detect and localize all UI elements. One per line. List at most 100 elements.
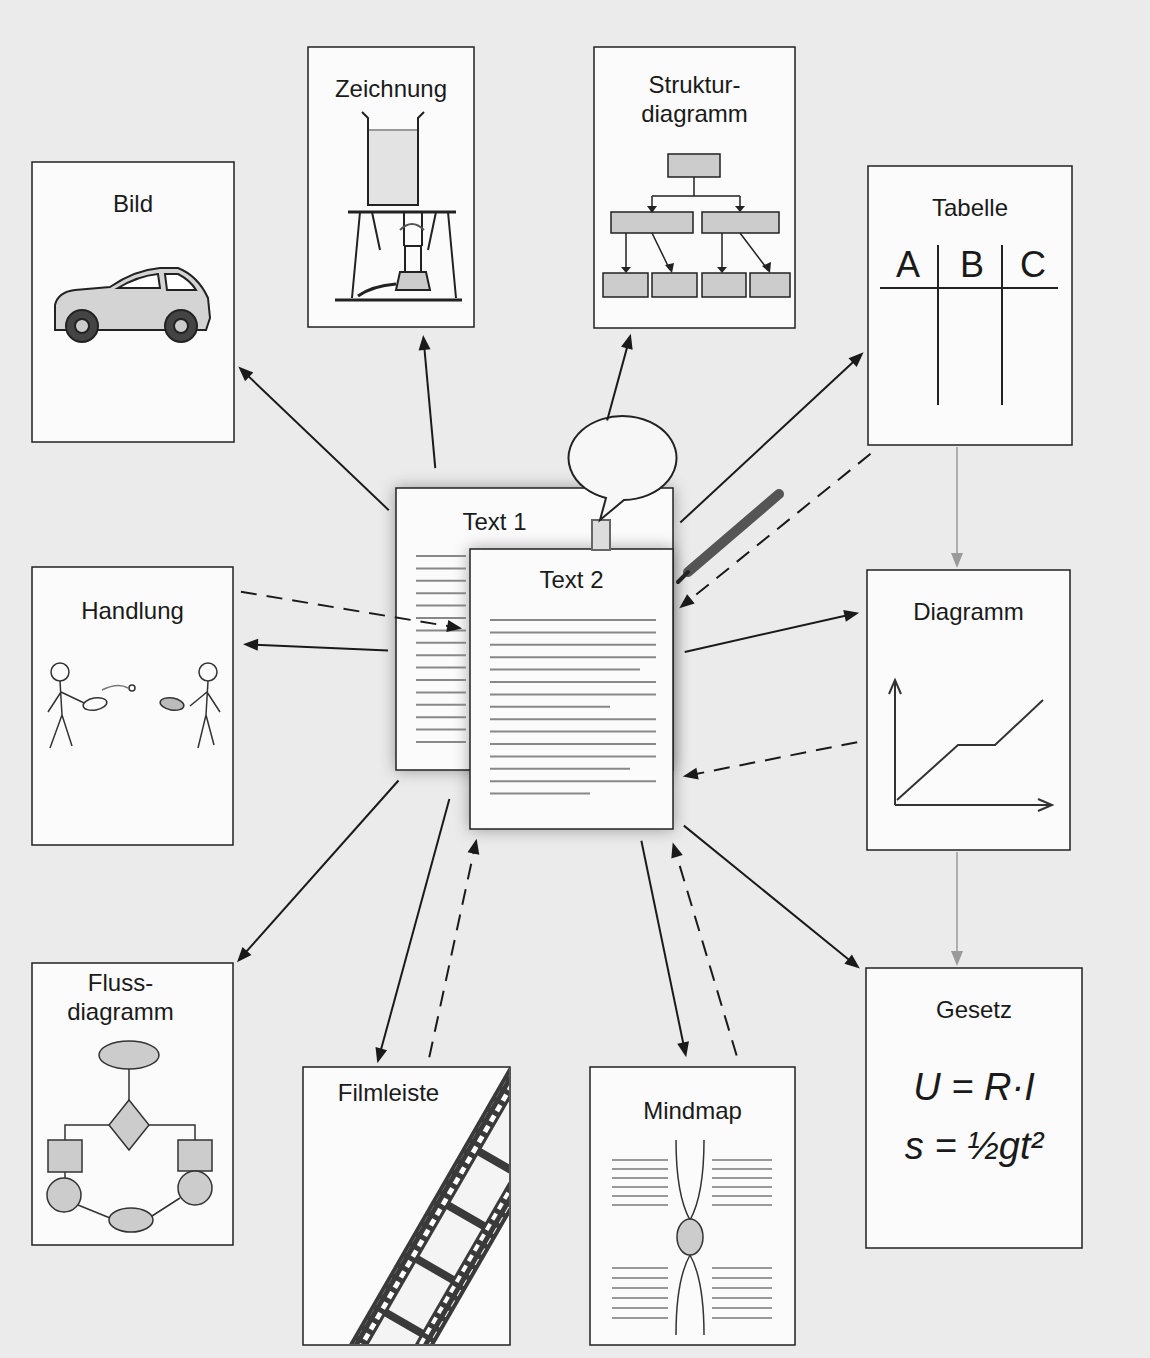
connector-line [689, 454, 871, 601]
arrowhead [375, 1047, 387, 1063]
drawn-part [358, 284, 396, 296]
drawn-part [48, 1140, 82, 1172]
connector-arrow [685, 610, 859, 652]
drawn-part [676, 1140, 704, 1220]
drawn-part [416, 580, 466, 582]
text-line [490, 619, 656, 621]
drawn-part [750, 273, 790, 297]
connector-line [247, 375, 389, 510]
drawn-part [174, 319, 188, 333]
text-line [490, 718, 656, 720]
drawn-part [712, 1159, 772, 1161]
drawn-part [612, 1204, 668, 1206]
drawn-part [880, 287, 1058, 289]
node-box: Fluss- diagramm [32, 963, 233, 1245]
connector-line [607, 345, 627, 420]
badminton-players [48, 663, 220, 748]
drawn-part [712, 1177, 772, 1179]
drawn-part [712, 1307, 772, 1309]
arrowhead [951, 553, 963, 568]
drawn-part [712, 1168, 772, 1170]
connector-arrow [679, 454, 870, 609]
box-outline [470, 549, 673, 829]
node-box: Diagramm [867, 570, 1070, 850]
text-line [490, 768, 630, 770]
flowchart-picture [47, 1041, 212, 1232]
drawn-part [712, 1195, 772, 1197]
drawn-part [75, 319, 89, 333]
drawn-part [82, 702, 84, 703]
drawn-part [688, 494, 779, 572]
drawn-part [668, 154, 720, 177]
connector-arrow [237, 780, 398, 962]
node-box: Bild [32, 162, 234, 442]
node-title: Struktur- diagramm [620, 71, 770, 129]
drawn-part [612, 1287, 668, 1289]
connector-line [956, 447, 958, 556]
drawn-part [612, 1159, 668, 1161]
text-line [490, 780, 656, 782]
arrowhead [844, 954, 859, 968]
arrowhead [238, 367, 253, 382]
arrowhead [419, 335, 431, 350]
connector-line [255, 645, 388, 651]
drawn-part [404, 212, 422, 246]
box-outline [32, 963, 233, 1245]
drawn-part [82, 696, 108, 712]
drawn-part [109, 1208, 153, 1232]
drawn-part [118, 274, 196, 290]
drawn-part [420, 1209, 482, 1276]
drawn-part [405, 246, 421, 272]
node-title: Text 1 [435, 508, 555, 537]
drawn-part [937, 245, 939, 405]
drawn-part [712, 1204, 772, 1206]
node-box: GesetzU = R·Is = ½gt² [866, 968, 1082, 1248]
drawn-part [612, 1317, 668, 1319]
arrowhead [951, 951, 963, 966]
formula: U = R·I [874, 1065, 1074, 1111]
drawn-part [109, 1100, 149, 1150]
connector-arrow [243, 639, 388, 651]
drawn-part [612, 1267, 668, 1269]
drawn-part [897, 700, 1043, 800]
arrowhead [237, 947, 251, 962]
drawn-part [352, 212, 456, 298]
drawn-part [1001, 245, 1003, 405]
mindmap-lines [612, 1160, 772, 1318]
table-grid [880, 245, 1058, 405]
node-box: Text 1 [396, 488, 673, 770]
drawn-part [48, 681, 82, 748]
connector-arrow [375, 799, 449, 1063]
drawn-part [416, 617, 466, 619]
connector-arrow [684, 826, 860, 969]
drawn-part [327, 1068, 509, 1344]
text-line [490, 644, 656, 646]
node-title: Handlung [43, 597, 223, 626]
drawn-part [416, 629, 466, 631]
drawn-part [310, 1068, 509, 1344]
drawn-part [416, 716, 466, 718]
drawn-part [400, 224, 424, 230]
node-title: Fluss- diagramm [46, 969, 196, 1027]
connector-line [695, 742, 858, 774]
drawn-part [762, 262, 771, 273]
connector-arrow [419, 335, 436, 468]
connector-line [245, 780, 399, 953]
page-lines [416, 556, 656, 794]
arrowhead [683, 768, 699, 780]
text-line [490, 743, 656, 745]
connector-line [956, 852, 958, 954]
arrowhead [677, 1041, 689, 1057]
drawn-part [612, 1307, 668, 1309]
connector-line [241, 592, 450, 627]
text-line [490, 681, 656, 683]
drawn-part [335, 299, 462, 302]
drawn-part [735, 206, 745, 212]
node-title: Mindmap [603, 1097, 783, 1126]
drawn-part [621, 267, 631, 273]
connector-arrow [429, 839, 479, 1057]
drawn-part [416, 691, 466, 693]
drawn-part [102, 685, 128, 690]
arrowhead [671, 842, 682, 858]
